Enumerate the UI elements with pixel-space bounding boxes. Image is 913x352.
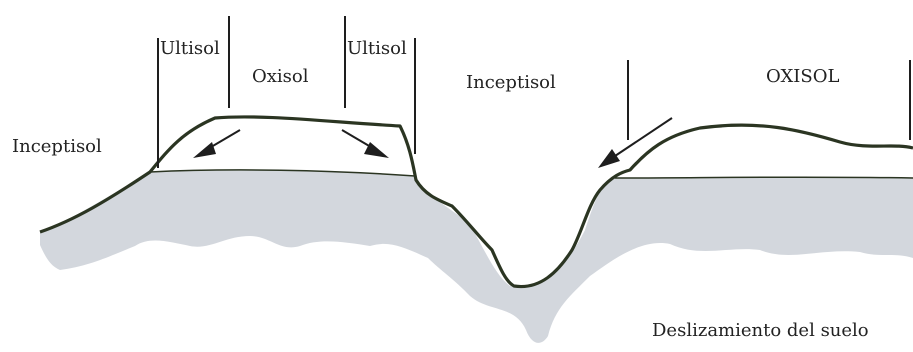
label-inceptisol-valley: Inceptisol <box>466 72 556 93</box>
label-inceptisol-left: Inceptisol <box>12 136 102 157</box>
label-ultisol-right: Ultisol <box>347 38 407 59</box>
caption-landslide: Deslizamiento del suelo <box>652 320 869 341</box>
label-oxisol-right: OXISOL <box>766 66 839 87</box>
label-ultisol-left: Ultisol <box>160 38 220 59</box>
plateau-soil-right <box>615 126 913 178</box>
label-oxisol-center: Oxisol <box>252 66 309 87</box>
soil-boundary-right <box>615 177 913 178</box>
bedrock-mass <box>40 170 913 343</box>
